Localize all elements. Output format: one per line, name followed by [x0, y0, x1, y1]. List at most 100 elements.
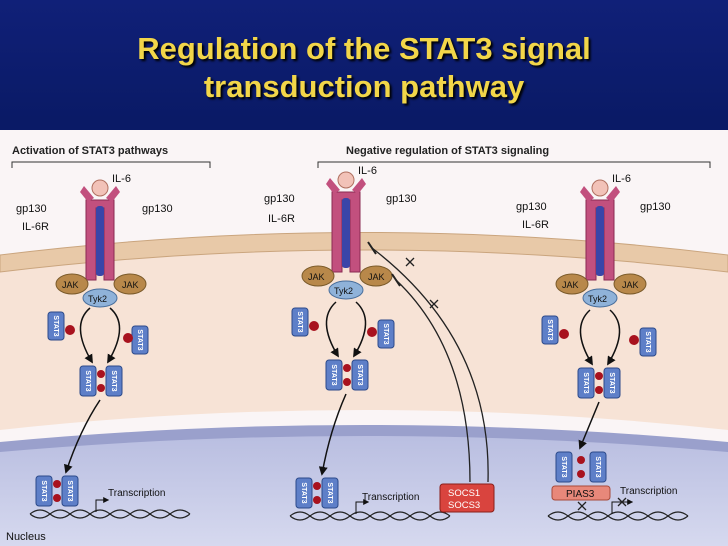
stat3-label: STAT3 [594, 456, 601, 477]
stat3-label: STAT3 [296, 311, 303, 332]
gp130-receptor [331, 191, 361, 273]
phospho-dot [65, 325, 75, 335]
dna-helix [289, 511, 451, 521]
phospho-dot [97, 370, 105, 378]
arrow-stat3-recruit [579, 309, 593, 366]
stat3-dimer-left [577, 367, 595, 399]
tyk2-label: Tyk2 [588, 294, 607, 304]
stat3-dimer-right [105, 365, 123, 397]
socs-block-marker [429, 299, 439, 309]
arrow-stat3-recruit [325, 301, 339, 358]
gp130-arm-left [326, 178, 340, 194]
socs-inhibition-path [371, 247, 489, 483]
gp130-label-left: gp130 [16, 203, 47, 215]
gp130-label-left: gp130 [264, 193, 295, 205]
stat3-label: STAT3 [644, 331, 651, 352]
phospho-dot [97, 384, 105, 392]
jak-right [113, 273, 147, 295]
jak-right [613, 273, 647, 295]
dna-helix [29, 509, 191, 519]
tyk2-label: Tyk2 [334, 286, 353, 296]
gp130-label-right: gp130 [386, 193, 417, 205]
stat3-monomer-left [541, 315, 559, 345]
socs-inhibition-bar [391, 273, 401, 287]
transcription-label: Transcription [108, 488, 165, 499]
nuclear-envelope [0, 425, 728, 452]
stat3-pias-right [589, 451, 607, 483]
stat3-label: STAT3 [136, 329, 143, 350]
phospho-dot [577, 470, 585, 478]
stat3-label: STAT3 [300, 482, 307, 503]
arrow-stat3-recruit [607, 309, 621, 366]
slide-title-line-1: Regulation of the STAT3 signal [137, 31, 591, 66]
panel-pias3-regulation: IL-6 gp130 gp130 IL-6R JAK JAK Tyk2 STAT… [516, 173, 689, 521]
pias3-label: PIAS3 [566, 489, 595, 500]
gp130-arm-left [580, 186, 594, 202]
jak-label-right: JAK [122, 280, 139, 290]
il6r-core [342, 198, 350, 268]
socs-inhibition-bar [367, 241, 377, 255]
transcription-arrow [355, 499, 370, 514]
arrow-stat3-recruit [107, 307, 121, 364]
nucleus-label: Nucleus [6, 531, 46, 543]
panel-activation: IL-6 gp130 gp130 IL-6R JAK JAK Tyk2 STAT… [16, 173, 191, 519]
arrow-nuclear-translocation [318, 393, 347, 476]
stat3-label: STAT3 [356, 364, 363, 385]
receptor-complex [555, 179, 647, 308]
arrow-stat3-recruit [353, 301, 367, 358]
stat3-dna-left [295, 477, 313, 509]
jak-label-right: JAK [368, 272, 385, 282]
stat3-monomer-left [291, 307, 309, 337]
stat3-label: STAT3 [546, 319, 553, 340]
jak-label-left: JAK [562, 280, 579, 290]
stat3-label: STAT3 [66, 480, 73, 501]
il6r-label: IL-6R [522, 219, 549, 231]
tyk2-node [582, 288, 618, 308]
gp130-arm-left [80, 186, 94, 202]
pias3-box [551, 485, 611, 501]
phospho-dot [559, 329, 569, 339]
jak-left [555, 273, 589, 295]
jak-right [359, 265, 393, 287]
slide-title: Regulation of the STAT3 signal transduct… [40, 30, 688, 106]
il6r-core [96, 206, 104, 276]
jak-left [55, 273, 89, 295]
plasma-membrane [0, 232, 728, 273]
transcription-label: Transcription [620, 486, 677, 497]
socs-block-marker [405, 257, 415, 267]
phospho-dot [313, 482, 321, 490]
il6r-label: IL-6R [22, 221, 49, 233]
tyk2-node [328, 280, 364, 300]
socs3-label: SOCS3 [448, 500, 480, 511]
gp130-label-right: gp130 [142, 203, 173, 215]
stat3-monomer-right [639, 327, 657, 357]
socs-box [439, 483, 495, 513]
stat3-dna-left [35, 475, 53, 507]
stat3-dimer-left [325, 359, 343, 391]
il6-ligand [337, 171, 355, 189]
jak-label-left: JAK [62, 280, 79, 290]
section-activation-label: Activation of STAT3 pathways [12, 145, 168, 157]
jak-label-right: JAK [622, 280, 639, 290]
transcription-arrow [95, 497, 110, 512]
negative-bracket [317, 161, 711, 168]
phospho-dot [629, 335, 639, 345]
stat3-label: STAT3 [608, 372, 615, 393]
gp130-arm-right [606, 186, 620, 202]
stat3-monomer-left [47, 311, 65, 341]
section-negative-label: Negative regulation of STAT3 signaling [346, 145, 549, 157]
stat3-label: STAT3 [52, 315, 59, 336]
stat3-label: STAT3 [40, 480, 47, 501]
gp130-receptor [585, 199, 615, 281]
phospho-dot [53, 494, 61, 502]
jak-label-left: JAK [308, 272, 325, 282]
stat3-label: STAT3 [560, 456, 567, 477]
il6-ligand [91, 179, 109, 197]
il6-label: IL-6 [112, 173, 131, 185]
arrow-stat3-recruit [79, 307, 93, 364]
receptor-complex [55, 179, 147, 308]
arrow-nuclear-translocation [64, 399, 101, 474]
tyk2-node [82, 288, 118, 308]
transcription-block-marker [617, 497, 627, 507]
transcription-arrow [611, 499, 634, 514]
